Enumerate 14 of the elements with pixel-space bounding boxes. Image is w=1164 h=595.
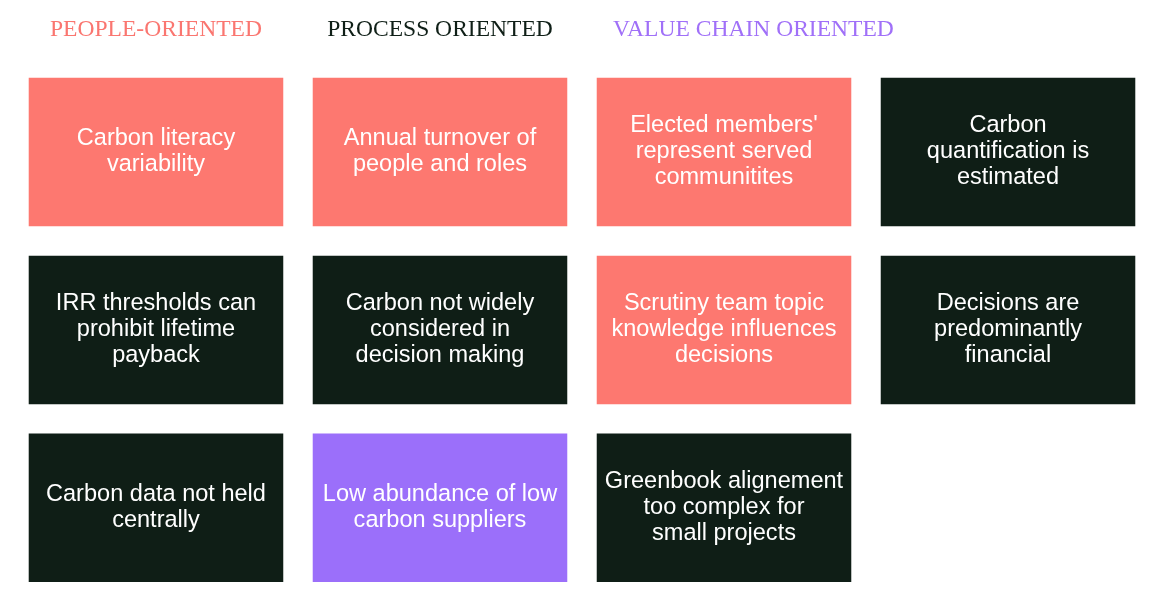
node-box: Elected members' represent served communitites xyxy=(596,77,852,227)
node-box: Carbon not widely considered in decision making xyxy=(312,255,568,405)
legend-label: VALUE CHAIN ORIENTED xyxy=(613,15,894,42)
node-box: Carbon quantification is estimated xyxy=(880,77,1136,227)
node-box: Carbon literacy variability xyxy=(28,77,284,227)
node-box: Carbon data not held centrally xyxy=(28,433,284,583)
legend-label: PEOPLE-ORIENTED xyxy=(50,15,262,42)
node-box: Decisions are predominantly financial xyxy=(880,255,1136,405)
node-box: Scrutiny team topic knowledge influences decisions xyxy=(596,255,852,405)
node-box: Low abundance of low carbon suppliers xyxy=(312,433,568,583)
node-box: Greenbook alignement too complex for small projects xyxy=(596,433,852,583)
node-box: IRR thresholds can prohibit lifetime payback xyxy=(28,255,284,405)
node-box: Annual turnover of people and roles xyxy=(312,77,568,227)
legend-label: PROCESS ORIENTED xyxy=(327,15,553,42)
